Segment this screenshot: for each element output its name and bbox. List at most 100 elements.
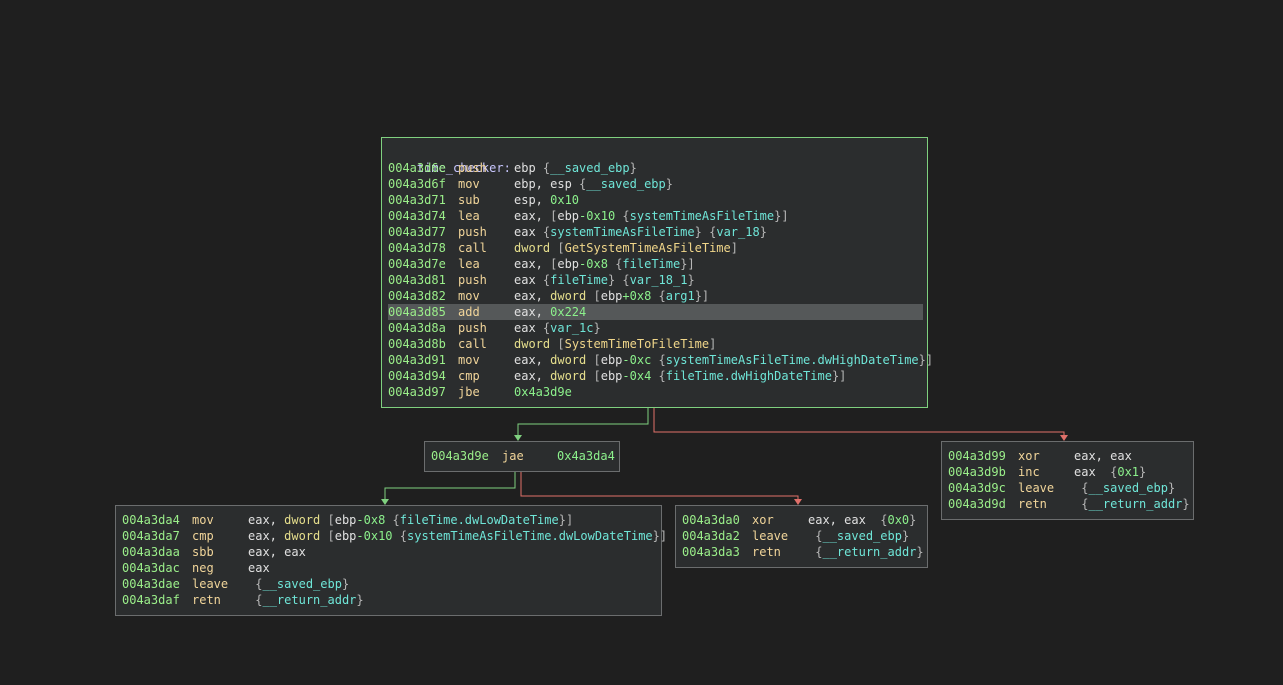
- instruction-mnemonic[interactable]: mov: [192, 513, 214, 527]
- operand-variable[interactable]: __return_addr: [822, 545, 917, 559]
- instruction-address[interactable]: 004a3d91: [388, 353, 446, 367]
- operand-variable[interactable]: fileTime.dwLowDateTime: [399, 513, 559, 527]
- instruction-operands[interactable]: eax, eax: [1074, 448, 1132, 464]
- instruction-mnemonic[interactable]: jbe: [458, 385, 480, 399]
- operand-variable[interactable]: systemTimeAsFileTime.dwHighDateTime: [665, 353, 919, 367]
- operand-function[interactable]: SystemTimeToFileTime: [564, 337, 710, 351]
- instruction-operands[interactable]: eax, [ebp-0x8 {fileTime}]: [514, 256, 695, 272]
- instruction-mnemonic[interactable]: cmp: [192, 529, 214, 543]
- instruction-operands[interactable]: ebp, esp {__saved_ebp}: [514, 176, 673, 192]
- instruction-line[interactable]: 004a3d6f mov ebp, esp {__saved_ebp}: [388, 176, 922, 192]
- instruction-mnemonic[interactable]: add: [458, 305, 480, 319]
- instruction-mnemonic[interactable]: push: [458, 161, 487, 175]
- instruction-address[interactable]: 004a3d9e: [431, 449, 489, 463]
- instruction-mnemonic[interactable]: lea: [458, 209, 480, 223]
- instruction-operands[interactable]: eax {systemTimeAsFileTime} {var_18}: [514, 224, 767, 240]
- instruction-address[interactable]: 004a3d6f: [388, 177, 446, 191]
- instruction-operands[interactable]: eax, eax: [248, 544, 306, 560]
- operand-number[interactable]: 0x4a3d9e: [514, 385, 572, 399]
- operand-number[interactable]: -0x8: [356, 513, 386, 527]
- operand-variable[interactable]: systemTimeAsFileTime: [550, 225, 695, 239]
- operand-variable[interactable]: __return_addr: [262, 593, 357, 607]
- instruction-address[interactable]: 004a3d71: [388, 193, 446, 207]
- instruction-operands[interactable]: 0x4a3d9e: [514, 384, 572, 400]
- instruction-address[interactable]: 004a3da4: [122, 513, 180, 527]
- instruction-mnemonic[interactable]: retn: [1018, 497, 1047, 511]
- instruction-operands[interactable]: eax, dword [ebp-0x4 {fileTime.dwHighDate…: [514, 368, 846, 384]
- operand-variable[interactable]: __saved_ebp: [822, 529, 902, 543]
- instruction-address[interactable]: 004a3d82: [388, 289, 446, 303]
- operand-number[interactable]: 0x10: [550, 193, 580, 207]
- instruction-mnemonic[interactable]: leave: [752, 529, 789, 543]
- operand-variable[interactable]: __saved_ebp: [262, 577, 342, 591]
- operand-variable[interactable]: arg1: [665, 289, 695, 303]
- operand-variable[interactable]: __saved_ebp: [550, 161, 630, 175]
- instruction-mnemonic[interactable]: cmp: [458, 369, 480, 383]
- operand-number[interactable]: -0x4: [622, 369, 652, 383]
- instruction-operands[interactable]: {__return_addr}: [808, 544, 923, 560]
- operand-variable[interactable]: var_18_1: [629, 273, 688, 287]
- instruction-mnemonic[interactable]: sbb: [192, 545, 214, 559]
- instruction-mnemonic[interactable]: push: [458, 225, 487, 239]
- instruction-mnemonic[interactable]: leave: [1018, 481, 1055, 495]
- instruction-address[interactable]: 004a3dae: [122, 577, 180, 591]
- instruction-mnemonic[interactable]: retn: [752, 545, 781, 559]
- instruction-address[interactable]: 004a3daa: [122, 545, 180, 559]
- instruction-line[interactable]: 004a3d99 xor eax, eax: [948, 448, 1188, 464]
- instruction-line[interactable]: 004a3d8b call dword [SystemTimeToFileTime]: [388, 336, 922, 352]
- instruction-operands[interactable]: ebp {__saved_ebp}: [514, 160, 637, 176]
- instruction-address[interactable]: 004a3d74: [388, 209, 446, 223]
- operand-number[interactable]: 0x1: [1117, 465, 1140, 479]
- instruction-mnemonic[interactable]: push: [458, 273, 487, 287]
- instruction-mnemonic[interactable]: call: [458, 337, 487, 351]
- instruction-mnemonic[interactable]: push: [458, 321, 487, 335]
- instruction-line[interactable]: 004a3da3 retn {__return_addr}: [682, 544, 924, 560]
- operand-variable[interactable]: fileTime.dwHighDateTime: [665, 369, 832, 383]
- operand-number[interactable]: 0x0: [887, 513, 910, 527]
- instruction-operands[interactable]: {__return_addr}: [248, 592, 363, 608]
- instruction-mnemonic[interactable]: neg: [192, 561, 214, 575]
- instruction-operands[interactable]: dword [SystemTimeToFileTime]: [514, 336, 716, 352]
- instruction-operands[interactable]: eax: [248, 560, 270, 576]
- instruction-mnemonic[interactable]: leave: [192, 577, 229, 591]
- operand-number[interactable]: 0x224: [550, 305, 587, 319]
- instruction-mnemonic[interactable]: sub: [458, 193, 480, 207]
- instruction-mnemonic[interactable]: xor: [1018, 449, 1040, 463]
- instruction-operands[interactable]: 0x4a3da4: [557, 448, 615, 464]
- instruction-operands[interactable]: eax {fileTime} {var_18_1}: [514, 272, 695, 288]
- instruction-address[interactable]: 004a3d9c: [948, 481, 1006, 495]
- operand-number[interactable]: -0x8: [579, 257, 608, 271]
- operand-variable[interactable]: var_18: [716, 225, 760, 239]
- instruction-address[interactable]: 004a3d9b: [948, 465, 1006, 479]
- instruction-mnemonic[interactable]: retn: [192, 593, 221, 607]
- operand-variable[interactable]: __return_addr: [1088, 497, 1183, 511]
- instruction-mnemonic[interactable]: mov: [458, 177, 480, 191]
- instruction-address[interactable]: 004a3d99: [948, 449, 1006, 463]
- instruction-mnemonic[interactable]: inc: [1018, 465, 1040, 479]
- instruction-address[interactable]: 004a3d8b: [388, 337, 446, 351]
- instruction-address[interactable]: 004a3da3: [682, 545, 740, 559]
- operand-number[interactable]: -0x10: [356, 529, 393, 543]
